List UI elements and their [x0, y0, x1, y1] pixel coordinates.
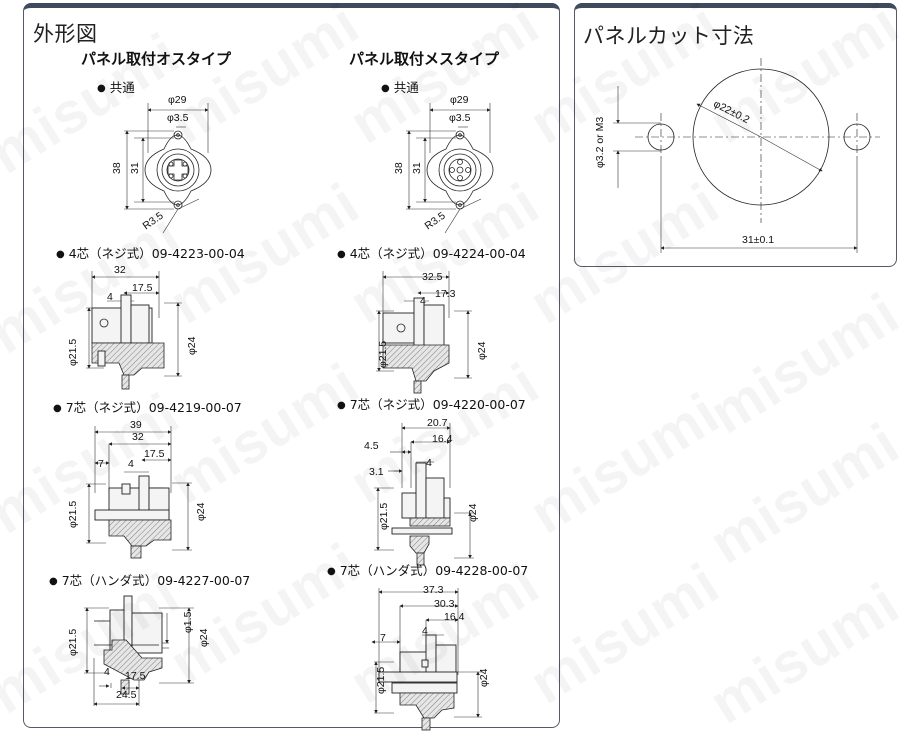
male-4core-dim-4: 4 [107, 291, 113, 303]
male-dim-pitch: 31 [129, 162, 141, 174]
male-variant-1-label: 4芯（ネジ式）09-4223-00-04 [56, 243, 245, 262]
female-solder-dim-21-5: φ21.5 [375, 666, 387, 694]
outline-panel-title: 外形図 [33, 22, 98, 46]
female-variant-2-label: 7芯（ネジ式）09-4220-00-07 [337, 394, 526, 413]
female-4core-dim-21-5: φ21.5 [377, 340, 389, 368]
female-4core-dim-24: φ24 [476, 341, 488, 361]
female-solder-dim-16-4: 16.4 [444, 611, 465, 623]
male-7core-dim-24: φ24 [195, 502, 207, 522]
male-4core-dim-21-5: φ21.5 [67, 338, 79, 366]
female-dim-hole-dia: φ3.5 [449, 112, 471, 124]
panel-cut-panel: パネルカット寸法 φ3.2 or M3 φ22±0.2 31±0.1 [574, 3, 897, 267]
female-variant-3-label: 7芯（ハンダ式）09-4228-00-07 [327, 560, 529, 579]
female-7core-dim-20-7: 20.7 [427, 417, 448, 429]
female-4core-dim-32-5: 32.5 [422, 271, 443, 283]
panel-cut-title: パネルカット寸法 [583, 24, 755, 48]
male-4core-dim-32: 32 [114, 264, 126, 276]
male-dim-hole-dia: φ3.5 [167, 112, 189, 124]
male-7core-screw-side-drawing [86, 426, 192, 559]
female-solder-dim-24: φ24 [478, 668, 490, 688]
female-dim-height: 38 [393, 162, 405, 174]
male-7core-dim-17-5: 17.5 [144, 448, 165, 460]
male-7core-solder-side-drawing [84, 595, 194, 706]
panel-cut-hole-dim: φ3.2 or M3 [594, 116, 606, 168]
male-7core-dim-21-5: φ21.5 [67, 500, 79, 528]
male-solder-dim-24-5: 24.5 [116, 689, 137, 701]
male-solder-dim-24: φ24 [198, 628, 210, 648]
female-solder-dim-4: 4 [422, 625, 428, 637]
male-7core-dim-7: 7 [98, 458, 104, 470]
female-7core-dim-16-4: 16.4 [432, 433, 453, 445]
male-common-label: 共通 [97, 77, 135, 96]
female-dim-pitch: 31 [411, 162, 423, 174]
male-7core-dim-4: 4 [128, 458, 134, 470]
female-solder-dim-30-3: 30.3 [434, 598, 455, 610]
female-variant-1-label: 4芯（ネジ式）09-4224-00-04 [337, 243, 526, 262]
male-solder-dim-17-5: 17.5 [125, 670, 146, 682]
panel-cut-pitch-dim: 31±0.1 [742, 234, 775, 246]
male-variant-3-label: 7芯（ハンダ式）09-4227-00-07 [49, 570, 251, 589]
panel-cut-drawing [613, 58, 880, 253]
male-4core-dim-17-5: 17.5 [132, 282, 153, 294]
male-variant-2-label: 7芯（ネジ式）09-4219-00-07 [53, 397, 242, 416]
male-4core-side-drawing [86, 271, 182, 390]
female-solder-dim-7: 7 [380, 632, 386, 644]
female-7core-dim-4: 4 [426, 457, 432, 469]
male-type-title: パネル取付オスタイプ [81, 50, 232, 68]
female-7core-dim-24: φ24 [467, 503, 479, 523]
male-solder-dim-4: 4 [104, 666, 110, 678]
male-solder-dim-1-5: φ1.5 [182, 611, 194, 633]
female-7core-dim-3-1: 3.1 [369, 466, 384, 478]
female-common-label: 共通 [381, 77, 419, 96]
male-dim-outer-dia: φ29 [168, 94, 187, 106]
female-7core-solder-side-drawing [371, 588, 482, 731]
female-type-title: パネル取付メスタイプ [349, 50, 500, 68]
female-4core-dim-17-3: 17.3 [435, 288, 456, 300]
female-4core-dim-4: 4 [420, 295, 426, 307]
male-dim-height: 38 [111, 162, 123, 174]
outline-panel: 外形図 パネル取付オスタイプ 共通 φ29 φ3.5 38 31 R3.5 4芯… [23, 3, 560, 731]
male-front-view-drawing [124, 103, 212, 234]
male-solder-dim-21-5: φ21.5 [67, 628, 79, 656]
female-front-view-drawing [406, 103, 494, 234]
female-7core-dim-21-5: φ21.5 [378, 502, 390, 530]
male-4core-dim-24: φ24 [186, 336, 198, 356]
male-7core-dim-39: 39 [130, 419, 142, 431]
female-dim-outer-dia: φ29 [450, 94, 469, 106]
male-7core-dim-32: 32 [132, 431, 144, 443]
female-7core-dim-4-5: 4.5 [364, 440, 379, 452]
female-4core-side-drawing [376, 271, 472, 394]
female-7core-screw-side-drawing [374, 423, 474, 566]
female-solder-dim-37-3: 37.3 [423, 584, 444, 596]
